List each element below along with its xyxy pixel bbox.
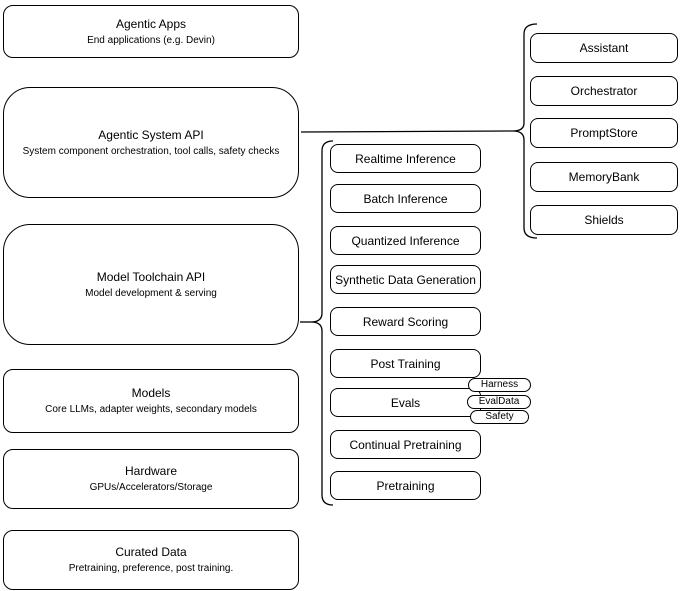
node-subtitle: System component orchestration, tool cal… — [22, 145, 280, 157]
node-subtitle: End applications (e.g. Devin) — [87, 34, 215, 46]
service-label: Synthetic Data Generation — [335, 272, 476, 287]
node-subtitle: Model development & serving — [85, 287, 217, 299]
node-model-toolchain-api: Model Toolchain API Model development & … — [3, 224, 299, 345]
component-label: Assistant — [579, 41, 629, 55]
pill-label: EvalData — [478, 396, 520, 407]
pill-label: Harness — [480, 379, 519, 390]
service-label: Pretraining — [376, 478, 435, 493]
component-orchestrator: Orchestrator — [530, 76, 678, 106]
service-label: Quantized Inference — [351, 233, 460, 248]
component-label: Shields — [584, 213, 624, 227]
pill-safety: Safety — [470, 410, 529, 424]
service-label: Evals — [390, 395, 421, 410]
component-memorybank: MemoryBank — [530, 162, 678, 192]
node-title: Agentic Apps — [115, 16, 187, 31]
service-realtime-inference: Realtime Inference — [330, 144, 481, 173]
service-label: Realtime Inference — [355, 151, 456, 166]
component-label: Orchestrator — [570, 84, 638, 98]
node-title: Agentic System API — [98, 127, 204, 142]
service-pretraining: Pretraining — [330, 471, 481, 500]
node-title: Models — [131, 386, 171, 400]
node-models: Models Core LLMs, adapter weights, secon… — [3, 369, 299, 433]
component-label: PromptStore — [570, 126, 638, 140]
pill-evaldata: EvalData — [467, 395, 531, 409]
node-agentic-system-api: Agentic System API System component orch… — [3, 87, 299, 198]
service-post-training: Post Training — [330, 349, 481, 378]
service-label: Continual Pretraining — [349, 437, 462, 452]
node-subtitle: Pretraining, preference, post training. — [68, 563, 234, 574]
pill-harness: Harness — [468, 378, 531, 392]
node-title: Hardware — [124, 464, 178, 478]
service-continual-pretraining: Continual Pretraining — [330, 430, 481, 459]
node-title: Model Toolchain API — [96, 269, 206, 284]
node-subtitle: Core LLMs, adapter weights, secondary mo… — [45, 404, 257, 415]
component-assistant: Assistant — [530, 33, 678, 63]
service-evals: Evals — [330, 388, 481, 417]
component-shields: Shields — [530, 205, 678, 235]
agentic-system-api-connector-line — [300, 130, 514, 133]
node-agentic-apps: Agentic Apps End applications (e.g. Devi… — [3, 5, 299, 58]
service-reward-scoring: Reward Scoring — [330, 307, 481, 336]
service-label: Post Training — [370, 356, 441, 371]
node-subtitle: GPUs/Accelerators/Storage — [89, 482, 213, 493]
pill-label: Safety — [485, 411, 514, 422]
node-hardware: Hardware GPUs/Accelerators/Storage — [3, 449, 299, 509]
service-batch-inference: Batch Inference — [330, 184, 481, 213]
node-title: Curated Data — [115, 545, 187, 559]
service-synthetic-data-generation: Synthetic Data Generation — [330, 265, 481, 294]
component-promptstore: PromptStore — [530, 118, 678, 148]
service-label: Reward Scoring — [362, 314, 449, 329]
service-label: Batch Inference — [363, 191, 448, 206]
node-curated-data: Curated Data Pretraining, preference, po… — [3, 530, 299, 590]
component-label: MemoryBank — [568, 170, 640, 184]
service-quantized-inference: Quantized Inference — [330, 226, 481, 255]
